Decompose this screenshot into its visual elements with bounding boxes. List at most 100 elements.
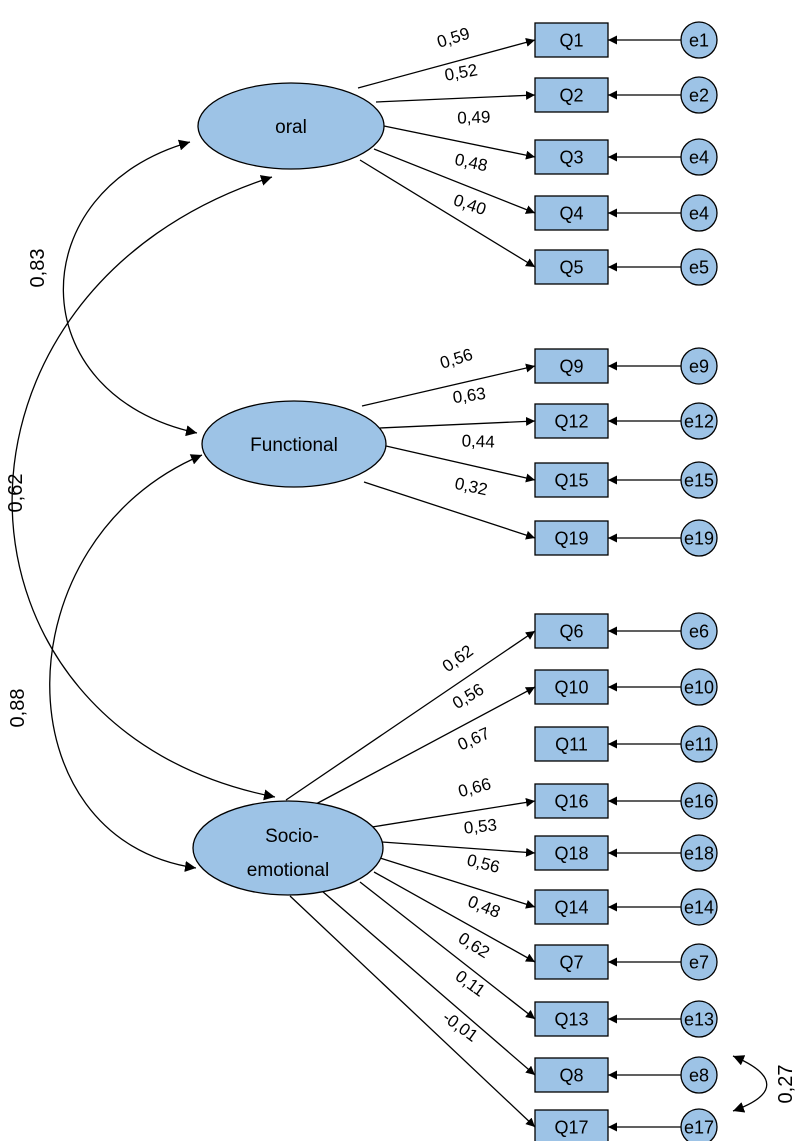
error-label-q9: e9 [689,357,709,377]
item-label-q14: Q14 [554,898,588,918]
item-label-q8: Q8 [559,1066,583,1086]
item-label-q18: Q18 [554,844,588,864]
error-term-q16: e16 [680,782,718,820]
loading-label-q19: 0,32 [453,474,489,499]
loading-path-q10 [315,686,536,805]
loading-path-q16 [371,797,536,828]
loading-label-q13: 0,62 [455,929,493,963]
error-label-q5: e5 [689,258,709,278]
error-terms: e1e2e4e4e5e9e12e15e19e6e10e11e16e18e14e7… [680,21,718,1141]
item-q17: Q17 [534,1109,609,1141]
error-term-q15: e15 [680,461,718,499]
item-label-q6: Q6 [559,622,583,642]
error-term-q10: e10 [680,668,718,706]
error-label-q7: e7 [689,953,709,973]
loading-path-q8 [321,890,536,1076]
error-term-q6: e6 [680,612,718,650]
loading-path-q15 [385,445,536,483]
error-term-q19: e19 [680,519,718,557]
loading-path-q12 [379,416,536,429]
error-term-q4: e4 [680,194,718,232]
loading-label-q18: 0,53 [463,815,498,837]
loading-label-q15: 0,44 [461,431,495,451]
loading-path-q9 [361,363,536,407]
loading-path-q2 [375,90,536,103]
item-label-q12: Q12 [554,412,588,432]
error-paths [608,35,681,1132]
item-q3: Q3 [534,139,609,175]
loading-label-q9: 0,56 [438,345,475,373]
loading-path-q17 [289,895,536,1128]
item-label-q1: Q1 [559,31,583,51]
error-label-q3: e4 [689,148,709,168]
item-q4: Q4 [534,195,609,231]
item-label-q2: Q2 [559,86,583,106]
loading-label-q4: 0,48 [453,150,489,175]
corr-e8-e17-label: 0,27 [775,1065,797,1104]
item-q15: Q15 [534,462,609,498]
latent-socio-emotional: Socio- emotional [192,800,384,896]
item-q16: Q16 [534,783,609,819]
loading-path-q18 [381,841,536,857]
loading-label-q8: 0,11 [452,967,489,1001]
error-label-q6: e6 [689,622,709,642]
loading-label-q7: 0,48 [465,892,503,922]
correlation-paths [11,139,768,1113]
item-label-q3: Q3 [559,148,583,168]
corr-oral-functional-label: 0,83 [27,249,49,288]
error-term-q9: e9 [680,347,718,385]
latent-oral-label: oral [275,117,307,138]
loading-path-q19 [363,481,536,540]
loading-label-q3: 0,49 [457,107,491,127]
item-q19: Q19 [534,520,609,556]
loading-label-q14: 0,56 [465,850,502,876]
loading-path-q6 [285,630,536,801]
error-label-q18: e18 [684,844,714,864]
loading-path-q5 [359,159,536,268]
item-label-q4: Q4 [559,204,583,224]
error-term-q8: e8 [680,1056,718,1094]
latent-oral: oral [197,82,385,170]
loading-paths [285,38,536,1128]
loading-path-q4 [373,148,536,214]
item-q5: Q5 [534,249,609,285]
error-label-q10: e10 [684,678,714,698]
item-label-q13: Q13 [554,1010,588,1030]
error-label-q14: e14 [684,898,714,918]
loading-label-q11: 0,67 [455,724,493,755]
item-q1: Q1 [534,22,609,58]
loading-path-q3 [383,125,536,160]
error-label-q12: e12 [684,412,714,432]
loading-label-q5: 0,40 [451,190,488,219]
error-label-q15: e15 [684,471,714,491]
item-q9: Q9 [534,348,609,384]
loading-path-q7 [373,871,536,963]
latent-functional-label: Functional [250,435,338,456]
item-q14: Q14 [534,889,609,925]
loading-label-q6: 0,62 [439,641,477,676]
item-label-q5: Q5 [559,258,583,278]
error-label-q19: e19 [684,529,714,549]
item-label-q17: Q17 [554,1118,588,1138]
item-label-q11: Q11 [555,735,588,755]
loading-label-q12: 0,63 [452,384,487,407]
error-label-q1: e1 [689,31,709,51]
loading-path-q13 [359,881,536,1020]
item-q12: Q12 [534,403,609,439]
corr-e8-e17-curve [732,1055,768,1113]
loading-path-q1 [357,38,536,89]
error-term-q14: e14 [680,888,718,926]
loading-path-q14 [379,857,536,909]
error-term-q5: e5 [680,248,718,286]
item-q7: Q7 [534,944,609,980]
error-label-q2: e2 [689,86,709,106]
item-q11: Q11 [534,726,609,762]
item-q8: Q8 [534,1057,609,1093]
latent-socio-label-line1: Socio- [265,826,319,847]
item-q13: Q13 [534,1001,609,1037]
latent-socio-label-line2: emotional [247,860,329,881]
corr-functional-socio-label: 0,88 [7,689,29,728]
error-term-q13: e13 [680,1000,718,1038]
item-q10: Q10 [534,669,609,705]
